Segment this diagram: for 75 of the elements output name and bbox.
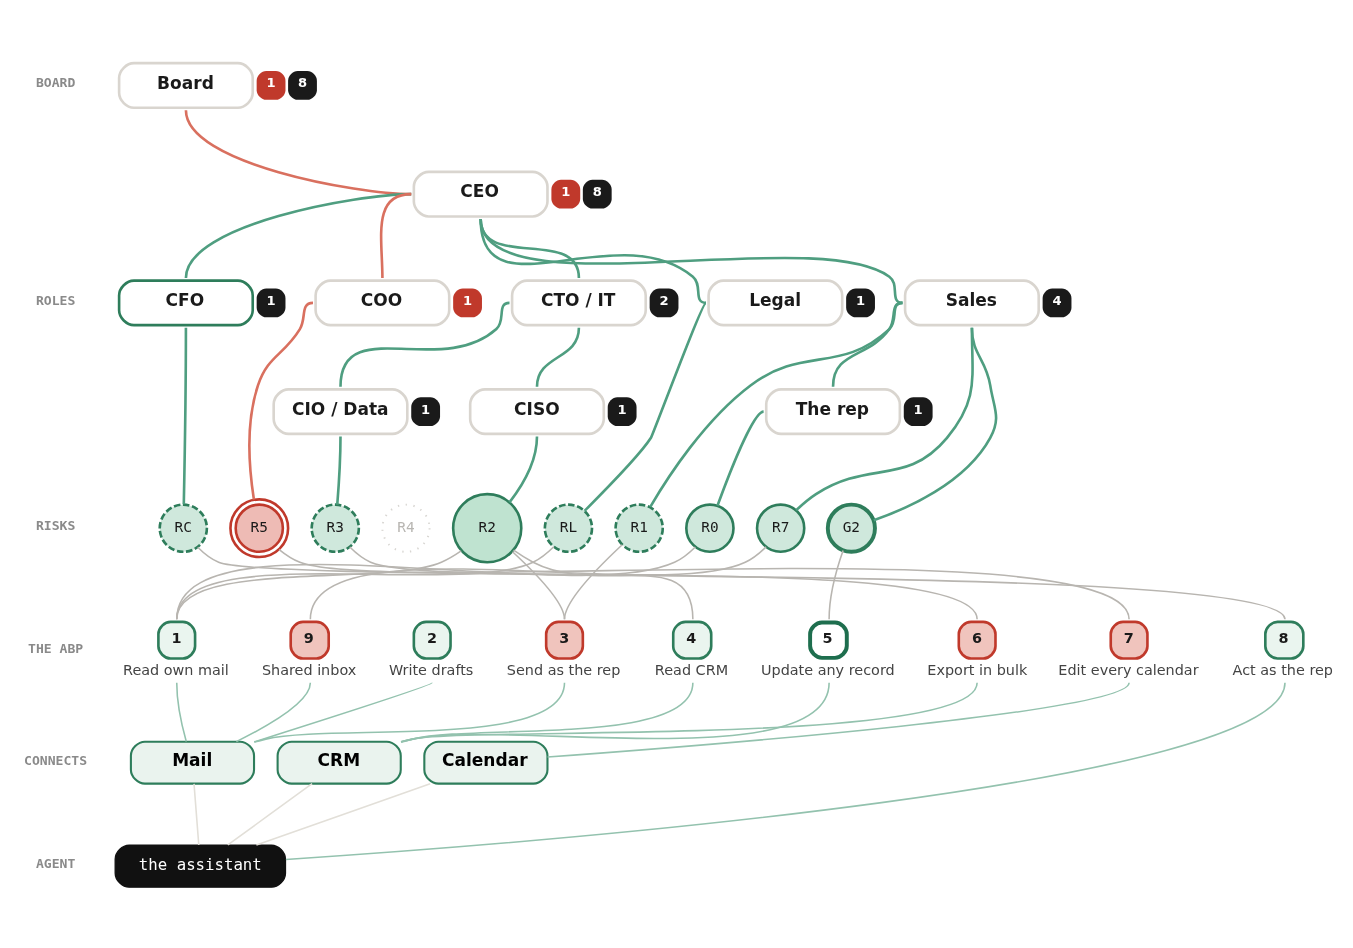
node-label: 1 bbox=[421, 401, 431, 417]
connector bbox=[479, 218, 903, 304]
connector bbox=[535, 327, 581, 387]
node-label: 1 bbox=[561, 183, 571, 199]
connector bbox=[512, 548, 694, 620]
node-label: 1 bbox=[266, 292, 276, 308]
node-label: Act as the rep bbox=[1232, 661, 1333, 678]
connector bbox=[285, 681, 1286, 860]
connector bbox=[479, 218, 707, 304]
node-box: CRM bbox=[276, 740, 402, 785]
connector bbox=[508, 435, 539, 503]
node-label: Shared inbox bbox=[261, 661, 357, 678]
label: AGENT bbox=[35, 855, 76, 871]
node-label: Read own mail bbox=[123, 661, 229, 678]
connector bbox=[583, 301, 708, 512]
node-label: Export in bulk bbox=[927, 661, 1028, 678]
connector bbox=[184, 192, 412, 278]
node-circle: R4 bbox=[381, 503, 431, 553]
node-circle: R7 bbox=[755, 502, 806, 553]
node-circle: RC bbox=[158, 502, 209, 553]
label: RISKS bbox=[35, 517, 76, 533]
label: CONNECTS bbox=[24, 752, 88, 768]
connector bbox=[175, 681, 188, 742]
node-box: the assistant bbox=[114, 844, 287, 888]
node-circle: R1 bbox=[614, 502, 665, 553]
connector bbox=[193, 782, 200, 846]
connector bbox=[227, 782, 313, 846]
connector bbox=[400, 681, 978, 742]
connector bbox=[400, 681, 830, 743]
node-label: 1 bbox=[617, 401, 627, 417]
connector bbox=[335, 436, 342, 505]
node-label: 1 bbox=[266, 74, 276, 90]
connector bbox=[196, 545, 1286, 620]
node-box: Mail bbox=[129, 740, 256, 785]
node-label: 2 bbox=[659, 292, 669, 308]
connector bbox=[248, 301, 314, 500]
connector bbox=[349, 545, 978, 620]
node-circle: G2 bbox=[825, 502, 877, 554]
label: ROLES bbox=[35, 292, 76, 308]
node-label: 1 bbox=[913, 401, 923, 417]
connector bbox=[278, 548, 1130, 620]
node-label: Write drafts bbox=[388, 661, 474, 678]
connector bbox=[255, 782, 431, 846]
node-label: Send as the rep bbox=[506, 661, 621, 678]
connector bbox=[716, 409, 765, 506]
node-label: Read CRM bbox=[654, 661, 729, 678]
connector bbox=[309, 545, 767, 620]
connector bbox=[175, 545, 697, 620]
node-circle: R0 bbox=[685, 502, 735, 553]
connector bbox=[873, 327, 998, 521]
label: BOARD bbox=[35, 74, 76, 90]
node-box: Calendar bbox=[423, 740, 549, 785]
node-label: 4 bbox=[1052, 292, 1062, 308]
connector bbox=[253, 681, 433, 743]
node-label: 1 bbox=[462, 292, 473, 308]
node-label: Edit every calendar bbox=[1058, 661, 1199, 678]
node-label: Update any record bbox=[760, 661, 895, 678]
connector bbox=[235, 681, 312, 742]
node-circle: R3 bbox=[310, 502, 361, 553]
node-circle: R2 bbox=[451, 492, 523, 564]
node-label: 8 bbox=[592, 183, 602, 199]
connector bbox=[511, 550, 566, 620]
connector bbox=[828, 549, 844, 620]
connector bbox=[253, 681, 566, 743]
node-label: 1 bbox=[855, 292, 866, 308]
connector bbox=[400, 681, 694, 743]
node-label: 8 bbox=[297, 74, 308, 90]
label: THE ABP bbox=[28, 640, 84, 656]
connector bbox=[182, 327, 188, 504]
node-circle: R5 bbox=[229, 497, 290, 558]
connector bbox=[339, 301, 510, 387]
connector bbox=[546, 681, 1130, 758]
connector bbox=[379, 192, 412, 278]
node-circle: RL bbox=[543, 502, 594, 553]
connector bbox=[563, 543, 623, 620]
